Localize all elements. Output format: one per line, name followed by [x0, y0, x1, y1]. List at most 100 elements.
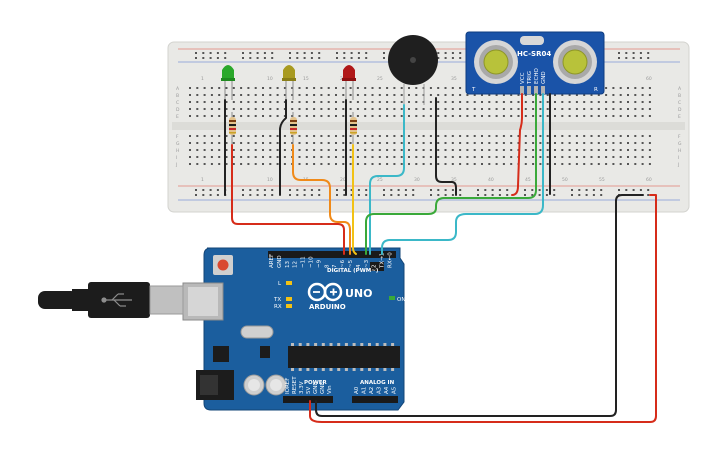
breadboard-hole	[320, 149, 323, 151]
breadboard-hole	[539, 135, 542, 137]
breadboard-hole	[408, 163, 410, 165]
breadboard-hole	[648, 149, 651, 151]
wire-yellow[interactable]	[352, 144, 357, 255]
wire-black-gnd-rail[interactable]	[315, 194, 644, 417]
rail-hole	[383, 189, 385, 191]
breadboard-hole	[189, 87, 191, 89]
arduino-model: UNO	[345, 287, 373, 300]
breadboard-hole	[583, 156, 586, 158]
breadboard-hole	[196, 87, 199, 89]
breadboard-hole	[466, 108, 469, 110]
wire-green-sensor[interactable]	[365, 93, 537, 255]
breadboard-hole	[393, 87, 396, 89]
breadboard-hole	[481, 115, 483, 117]
breadboard-hole	[356, 149, 359, 151]
piezo-buzzer[interactable]	[388, 35, 438, 105]
breadboard-hole	[240, 94, 243, 96]
rail-hole	[383, 57, 385, 59]
breadboard-hole	[408, 142, 410, 144]
breadboard-hole	[459, 115, 462, 117]
wire-cyan-sensor[interactable]	[381, 93, 544, 255]
breadboard-hole	[283, 94, 286, 96]
breadboard-hole	[583, 149, 586, 151]
rail-hole	[625, 52, 628, 54]
breadboard-hole	[291, 115, 294, 117]
bb-num-bottom-4: 25	[377, 177, 383, 183]
breadboard-hole	[437, 108, 440, 110]
reset-button[interactable]	[217, 259, 229, 271]
breadboard-hole	[269, 149, 272, 151]
breadboard-hole	[648, 87, 651, 89]
breadboard-hole	[612, 142, 615, 144]
breadboard-hole	[612, 101, 615, 103]
breadboard-hole	[393, 108, 396, 110]
bb-row-left-g: G	[176, 141, 180, 147]
breadboard-hole	[451, 142, 454, 144]
power-header[interactable]	[283, 396, 333, 403]
wire-orange[interactable]	[292, 144, 351, 255]
analog-header[interactable]	[352, 396, 398, 403]
rail-hole	[625, 189, 628, 191]
wire-red-led[interactable]	[231, 144, 345, 255]
rail-hole	[256, 189, 259, 191]
red-led[interactable]	[342, 65, 356, 100]
breadboard-hole	[524, 101, 527, 103]
wire-red-5v-rail[interactable]	[309, 194, 657, 423]
breadboard-hole	[510, 149, 513, 151]
breadboard-hole	[554, 115, 556, 117]
yellow-led[interactable]	[282, 65, 296, 100]
chip-pin	[321, 368, 325, 371]
resistor-1[interactable]	[229, 112, 236, 145]
wire-black-led2[interactable]	[279, 99, 287, 196]
breadboard-hole	[422, 108, 425, 110]
crystal	[240, 325, 274, 339]
breadboard-hole	[539, 115, 542, 117]
rail-hole	[202, 52, 205, 54]
bb-row-right-j: J	[677, 162, 679, 168]
bb-row-left-c: C	[176, 100, 179, 106]
breadboard-hole	[488, 101, 491, 103]
rail-hole	[357, 194, 360, 196]
breadboard-hole	[218, 149, 221, 151]
breadboard-hole	[619, 94, 622, 96]
breadboard-hole	[488, 135, 491, 137]
breadboard-hole	[283, 87, 286, 89]
rail-hole	[451, 57, 454, 59]
breadboard-hole	[524, 135, 527, 137]
resistor-2[interactable]	[290, 112, 297, 145]
breadboard-hole	[590, 94, 593, 96]
breadboard-hole	[495, 115, 498, 117]
sensor-pins[interactable]	[520, 86, 545, 94]
rail-hole	[310, 57, 313, 59]
breadboard-hole	[495, 163, 498, 165]
breadboard-hole	[291, 101, 294, 103]
breadboard-hole	[262, 156, 264, 158]
breadboard-hole	[451, 163, 454, 165]
breadboard-hole	[364, 156, 367, 158]
digital-header[interactable]	[268, 251, 396, 258]
breadboard-hole	[627, 108, 629, 110]
wire-black-buzzer[interactable]	[435, 97, 457, 196]
breadboard-hole	[583, 108, 586, 110]
wire-orange-sensor-trig[interactable]	[528, 94, 529, 195]
sensor-pin-label: VCC	[520, 72, 526, 84]
wire-cyan-buzzer[interactable]	[369, 104, 405, 255]
arduino-uno-board[interactable]: L TX RX ON ARDUINO UNO DIGITAL (PWM~) PO…	[182, 247, 405, 411]
bb-num-bottom-0: 1	[201, 177, 204, 183]
breadboard-hole	[561, 142, 564, 144]
breadboard-hole	[210, 94, 213, 96]
breadboard-hole	[225, 142, 228, 144]
usb-cable[interactable]	[38, 282, 184, 318]
rail-hole	[451, 189, 454, 191]
wire-red-sensor-vcc[interactable]	[511, 93, 523, 196]
breadboard-hole	[349, 135, 352, 137]
usb-plug-metal	[149, 285, 184, 315]
resistor-3[interactable]	[350, 112, 357, 145]
breadboard-hole	[262, 163, 264, 165]
rail-hole	[343, 194, 346, 196]
rail-hole	[209, 57, 212, 59]
piezo-hole	[410, 57, 416, 63]
green-led[interactable]	[221, 65, 235, 100]
